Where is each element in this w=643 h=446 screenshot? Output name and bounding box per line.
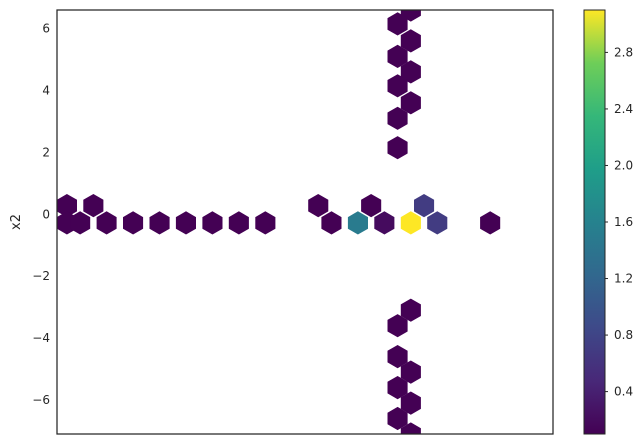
hexbin-cell bbox=[202, 211, 223, 235]
hexbin-cell bbox=[427, 211, 448, 235]
hexbin-cell bbox=[400, 298, 421, 322]
y-tick-label: 2 bbox=[42, 145, 50, 159]
colorbar-tick-label: 0.8 bbox=[614, 328, 633, 342]
hexbin-cell bbox=[400, 91, 421, 115]
y-axis-ticks: −6 −4 −2 0 2 4 6 bbox=[32, 22, 50, 407]
hexbin-cell bbox=[308, 194, 329, 218]
hexbin-cell bbox=[228, 211, 249, 235]
y-tick-label: 4 bbox=[42, 83, 50, 97]
hexbin-cell bbox=[387, 376, 408, 400]
plot-frame bbox=[56, 9, 554, 435]
hexbin-cell bbox=[400, 211, 421, 235]
y-tick-label: 0 bbox=[42, 207, 50, 221]
hexbin-cell bbox=[70, 211, 91, 235]
y-tick-label: −4 bbox=[32, 331, 50, 345]
colorbar-ticks: 0.4 0.8 1.2 1.6 2.0 2.4 2.8 bbox=[605, 45, 633, 399]
hexbin-cell bbox=[96, 211, 117, 235]
hexbin-cell bbox=[387, 106, 408, 130]
hexbin-cell bbox=[387, 345, 408, 369]
hexbin-cell bbox=[480, 211, 501, 235]
hexbin-cell bbox=[175, 211, 196, 235]
hexbin-cell bbox=[639, 211, 643, 234]
hexbin-cell bbox=[400, 360, 421, 384]
y-axis-label: x2 bbox=[9, 214, 24, 230]
hexbin-cells bbox=[57, 10, 643, 434]
hexbin-cell bbox=[387, 406, 408, 431]
hexbin-cell bbox=[347, 211, 368, 235]
hexbin-cell bbox=[387, 136, 408, 160]
hexbin-cell bbox=[387, 44, 408, 68]
y-tick-label: −2 bbox=[32, 269, 50, 283]
colorbar-tick-label: 2.0 bbox=[614, 158, 633, 172]
hexbin-cell bbox=[83, 194, 104, 218]
colorbar bbox=[583, 9, 606, 435]
hexbin-cell bbox=[400, 391, 421, 415]
hexbin-cell bbox=[57, 194, 77, 218]
colorbar-tick-label: 1.6 bbox=[614, 215, 633, 229]
hexbin-cell bbox=[626, 194, 643, 217]
hexbin-cell bbox=[387, 12, 408, 36]
hexbin-cell bbox=[321, 211, 342, 235]
hexbin-cell bbox=[149, 211, 170, 235]
colorbar-tick-label: 1.2 bbox=[614, 272, 633, 286]
hexbin-cell bbox=[123, 211, 144, 235]
hexbin-cell bbox=[414, 194, 435, 218]
colorbar-tick-label: 2.8 bbox=[614, 45, 633, 59]
hexbin-cell bbox=[387, 74, 408, 98]
colorbar-tick-label: 0.4 bbox=[614, 385, 633, 399]
hexbin-cell bbox=[400, 60, 421, 84]
hexbin-cell bbox=[374, 211, 395, 235]
colorbar-tick-label: 2.4 bbox=[614, 102, 633, 116]
hexbin-cell bbox=[387, 314, 408, 338]
hexbin-cell bbox=[400, 29, 421, 53]
y-tick-label: 6 bbox=[42, 22, 50, 36]
hexbin-cell bbox=[361, 194, 382, 218]
y-tick-label: −6 bbox=[32, 393, 50, 407]
hexbin-cell bbox=[255, 211, 276, 235]
hexbin-cell bbox=[400, 422, 421, 434]
